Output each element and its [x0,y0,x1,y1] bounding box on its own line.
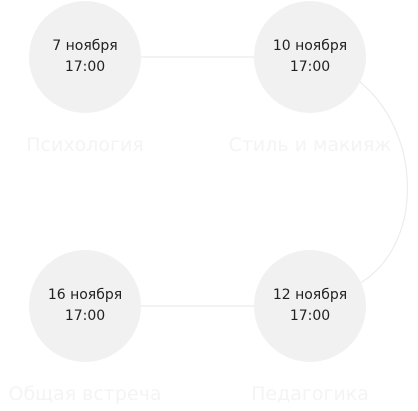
event-title: Педагогика [251,383,369,405]
connector-right-arc [354,77,408,287]
event-time: 17:00 [289,59,331,75]
event-date: 7 ноября [52,38,118,54]
event-date: 10 ноября [272,38,348,54]
event-circle-pedagogy[interactable]: 12 ноября 17:00 [254,250,366,362]
event-circle-style-makeup[interactable]: 10 ноября 17:00 [254,1,366,113]
event-time: 17:00 [64,308,106,324]
event-time: 17:00 [64,59,106,75]
event-date: 16 ноября [47,287,123,303]
event-title: Психология [26,134,144,156]
event-title: Общая встреча [8,383,162,405]
event-date: 12 ноября [272,287,348,303]
event-circle-general-meeting[interactable]: 16 ноября 17:00 [29,250,141,362]
event-time: 17:00 [289,308,331,324]
event-title: Стиль и макияж [228,134,392,156]
event-circle-psychology[interactable]: 7 ноября 17:00 [29,1,141,113]
